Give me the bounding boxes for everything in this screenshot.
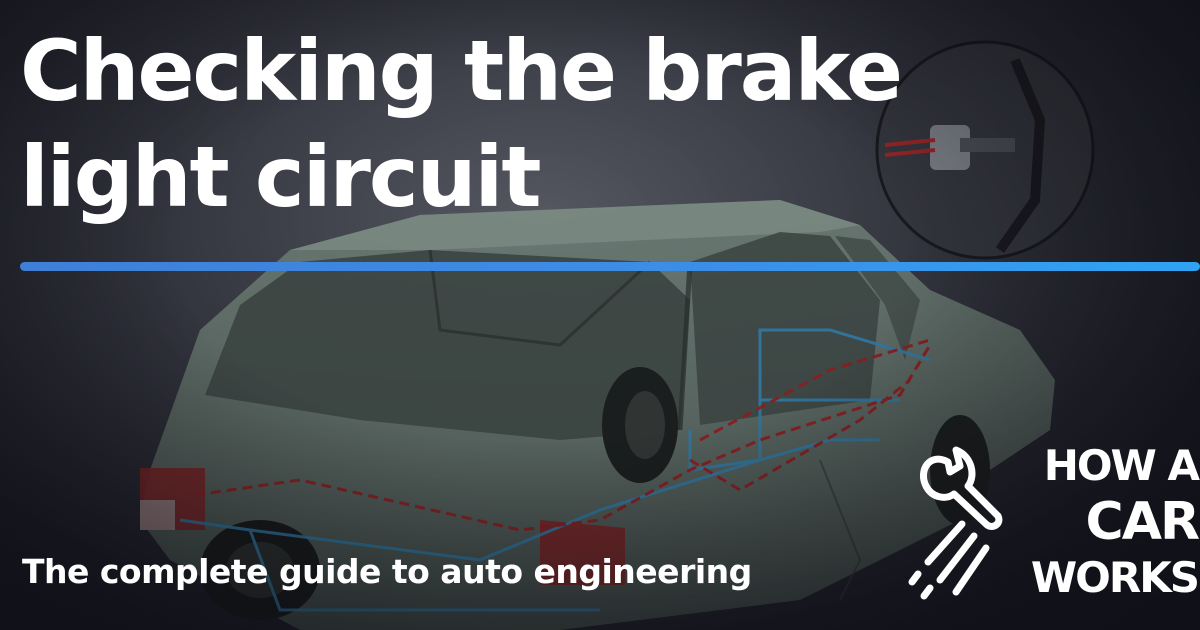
logo-wordmark: HOW A CAR WORKS <box>1018 438 1200 606</box>
wrench-icon <box>908 446 1003 600</box>
logo-line-1: HOW A <box>1043 441 1200 490</box>
page-title: Checking the brake light circuit <box>20 18 1100 230</box>
brand-logo: HOW A CAR WORKS <box>900 432 1200 622</box>
logo-line-3: WORKS <box>1030 553 1200 602</box>
accent-divider <box>20 262 1200 271</box>
tagline: The complete guide to auto engineering <box>22 552 752 591</box>
title-line-1: Checking the brake <box>20 22 903 120</box>
title-line-2: light circuit <box>20 128 541 226</box>
logo-line-2: CAR <box>1085 492 1200 552</box>
